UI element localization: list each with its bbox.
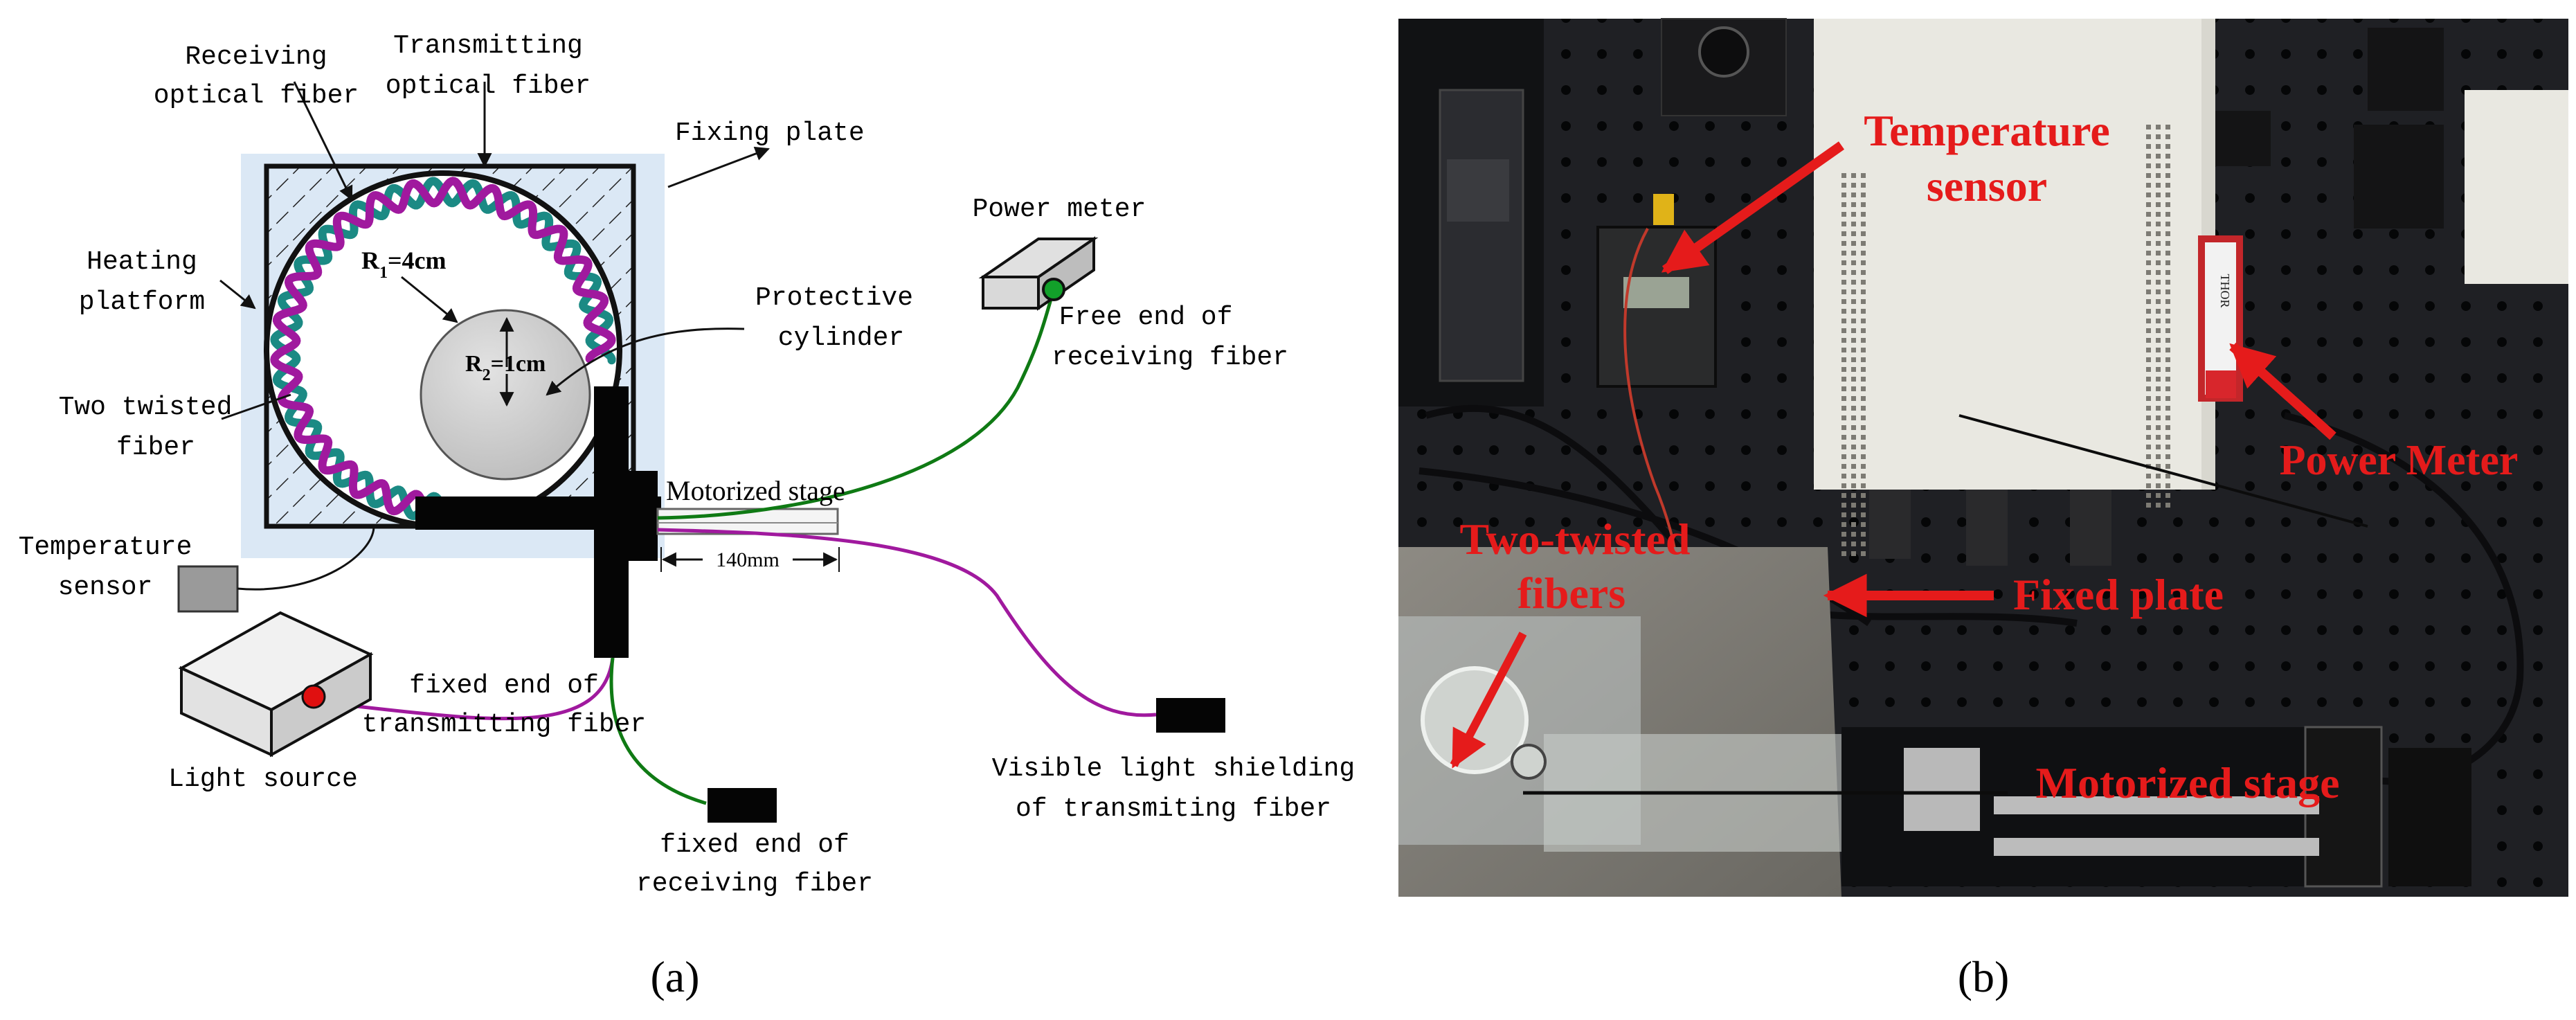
- receiving-fixed-line: [609, 657, 707, 805]
- label-r1: R1=4cm: [361, 247, 446, 282]
- b-label-motorized-stage: Motorized stage: [2036, 758, 2340, 807]
- label-transmitting-fiber-2: optical fiber: [386, 71, 591, 101]
- receiving-fixed-block: [708, 788, 777, 823]
- panel-b: THOR Temperature sensor Power Meter Two-…: [1398, 18, 2568, 1001]
- label-protective-cylinder-1: Protective: [755, 283, 913, 313]
- protective-cylinder: [420, 309, 591, 481]
- b-label-temperature-2: sensor: [1927, 161, 2047, 211]
- svg-text:THOR: THOR: [2218, 274, 2232, 308]
- vent-grid: [1841, 125, 2170, 556]
- label-free-end-2: receiving fiber: [1052, 343, 1288, 373]
- light-port-dot: [301, 684, 326, 709]
- label-receiving-fiber-2: optical fiber: [154, 81, 359, 111]
- b-label-two-twisted-1: Two-twisted: [1460, 515, 1691, 564]
- label-light-source: Light source: [168, 764, 358, 794]
- power-meter-box: [978, 236, 1099, 311]
- label-shielding-1: Visible light shielding: [992, 754, 1355, 784]
- label-protective-cylinder-2: cylinder: [778, 323, 904, 353]
- label-transmitting-fiber-1: Transmitting: [393, 31, 583, 61]
- caption-a: (a): [650, 952, 699, 1001]
- label-fixed-end-transmitting-1: fixed end of: [409, 671, 599, 701]
- label-temperature-sensor-2: sensor: [58, 573, 153, 602]
- shielding-block: [1156, 698, 1225, 733]
- label-r2: R2=1cm: [465, 351, 546, 384]
- light-source-box: [178, 611, 374, 758]
- label-motorized-stage-a: Motorized stage: [666, 475, 845, 506]
- b-label-fixed-plate: Fixed plate: [2013, 570, 2224, 619]
- twisted-fiber-helix: [270, 177, 616, 523]
- label-free-end-1: Free end of: [1059, 303, 1233, 332]
- b-label-power-meter: Power Meter: [2280, 437, 2519, 484]
- panel-a: 140mm: [19, 31, 1355, 1001]
- label-power-meter: Power meter: [973, 195, 1146, 224]
- distance-label: 140mm: [716, 548, 780, 571]
- white-box: [1814, 19, 2201, 490]
- clamp-block: [600, 471, 658, 561]
- transmitting-fixed-line: [325, 657, 615, 721]
- label-receiving-fiber-1: Receiving: [185, 42, 327, 72]
- label-fixing-plate: Fixing plate: [675, 118, 865, 148]
- label-two-twisted-fiber-1: Two twisted: [59, 393, 233, 422]
- b-label-temperature-1: Temperature: [1864, 106, 2110, 155]
- b-label-two-twisted-2: fibers: [1517, 569, 1625, 618]
- caption-b: (b): [1958, 952, 2010, 1001]
- label-heating-platform-1: Heating: [87, 247, 197, 277]
- receiving-fiber-line: [657, 294, 1054, 520]
- label-fixed-end-receiving-1: fixed end of: [660, 830, 849, 860]
- label-heating-platform-2: platform: [79, 287, 205, 317]
- label-temperature-sensor-1: Temperature: [19, 533, 192, 562]
- label-two-twisted-fiber-2: fiber: [116, 433, 195, 463]
- label-fixed-end-transmitting-2: transmitting fiber: [362, 710, 646, 740]
- clamp-nub: [594, 651, 629, 658]
- temperature-sensor-box: [177, 565, 239, 613]
- label-fixed-end-receiving-2: receiving fiber: [636, 869, 873, 899]
- transmitting-fiber-line: [657, 528, 1157, 717]
- meter-port-dot: [1042, 278, 1065, 301]
- label-shielding-2: of transmiting fiber: [1016, 794, 1331, 824]
